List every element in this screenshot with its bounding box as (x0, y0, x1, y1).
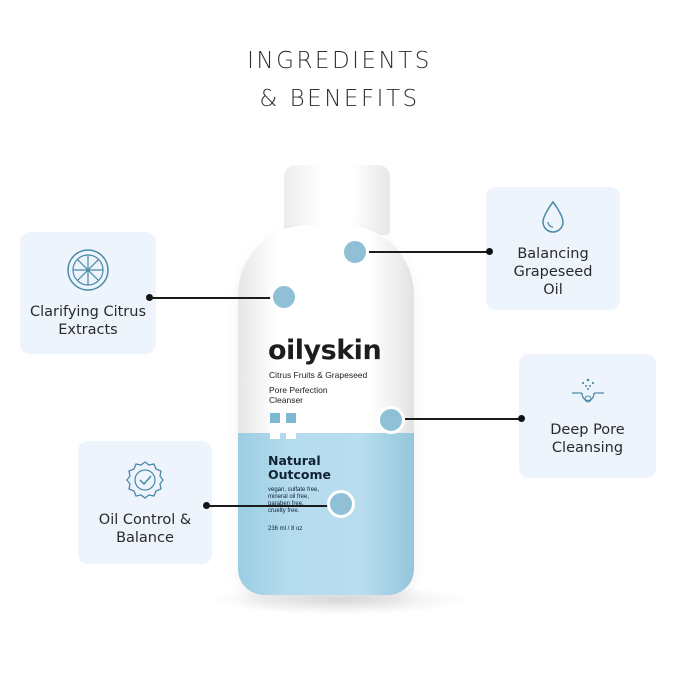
product-variant: Citrus Fruits & Grapeseed (269, 370, 368, 380)
title-line-2: & BENEFITS (259, 86, 420, 112)
marker-oil-control (327, 490, 355, 518)
benefit-card-oil-control: Oil Control & Balance (78, 441, 212, 564)
droplet-icon (542, 200, 564, 233)
benefit-card-grapeseed: Balancing Grapeseed Oil (486, 187, 620, 310)
benefit-card-citrus: Clarifying Citrus Extracts (20, 232, 156, 354)
connector-line (369, 251, 490, 253)
product-volume: 236 ml / 8 oz (268, 526, 303, 532)
connector-line (405, 418, 522, 420)
connector-dot (518, 415, 525, 422)
marker-grapeseed (341, 238, 369, 266)
product-claims: vegan, sulfate free, mineral oil free, p… (268, 487, 320, 514)
tagline: Natural Outcome (268, 453, 332, 482)
badge-check-icon (126, 460, 164, 499)
title-line-1: INGREDIENTS (247, 48, 432, 74)
benefit-label-oil-control: Oil Control & Balance (98, 511, 192, 546)
brand-mark-icon (270, 413, 296, 439)
connector-dot (203, 502, 210, 509)
benefit-label-citrus: Clarifying Citrus Extracts (29, 304, 147, 338)
connector-line (207, 505, 331, 507)
citrus-icon (67, 249, 109, 291)
pore-icon (571, 378, 604, 403)
marker-pore (377, 406, 405, 434)
connector-dot (146, 294, 153, 301)
connector-dot (486, 248, 493, 255)
brand-name: oilyskin (268, 335, 382, 366)
bottle-cap (284, 165, 390, 235)
benefit-label-pore: Deep Pore Cleansing (550, 422, 625, 456)
connector-line (150, 297, 274, 299)
product-name: Pore Perfection Cleanser (269, 385, 328, 405)
benefit-label-grapeseed: Balancing Grapeseed Oil (513, 245, 593, 298)
benefit-card-pore: Deep Pore Cleansing (519, 354, 656, 478)
bottle-blue-band (238, 433, 414, 595)
marker-citrus (270, 283, 298, 311)
